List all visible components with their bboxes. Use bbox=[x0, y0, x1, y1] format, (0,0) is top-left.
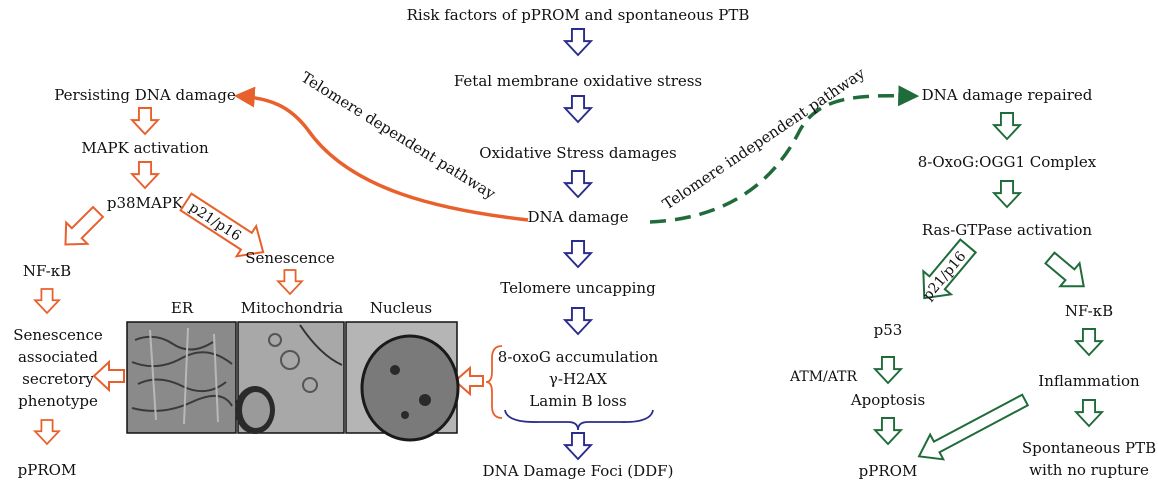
nfkb-left-label: NF-κB bbox=[23, 262, 71, 280]
oxog-ogg1-label: 8-OxoG:OGG1 Complex bbox=[918, 153, 1097, 171]
lamin-b-loss-label: Lamin B loss bbox=[529, 392, 626, 410]
oxog-accumulation-label: 8-oxoG accumulation bbox=[498, 348, 659, 366]
sasp-line1: Senescence bbox=[13, 326, 103, 344]
ddf-label: DNA Damage Foci (DDF) bbox=[483, 462, 674, 480]
arrow-down-icon bbox=[992, 179, 1022, 209]
sasp-line4: phenotype bbox=[18, 392, 98, 410]
arrow-left-icon bbox=[92, 359, 125, 393]
arrow-down-icon bbox=[992, 111, 1022, 141]
pprom-left-label: pPROM bbox=[18, 461, 77, 479]
no-rupture-label: with no rupture bbox=[1029, 461, 1149, 479]
telomere-dependent-arrow bbox=[233, 86, 529, 222]
sasp-line3: secretory bbox=[22, 370, 94, 388]
dna-repaired-label: DNA damage repaired bbox=[922, 86, 1093, 104]
arrow-diagonal-icon bbox=[64, 205, 105, 246]
p21-p16-arrow-right bbox=[922, 238, 978, 300]
er-micrograph bbox=[126, 321, 237, 434]
left-brace bbox=[485, 345, 503, 419]
senescence-label: Senescence bbox=[245, 249, 335, 267]
apoptosis-label: Apoptosis bbox=[850, 391, 925, 409]
arrow-down-icon bbox=[34, 419, 60, 445]
er-label: ER bbox=[171, 299, 194, 317]
arrow-down-icon bbox=[131, 107, 159, 135]
ras-gtpase-label: Ras-GTPase activation bbox=[922, 221, 1092, 239]
persisting-dna-damage-label: Persisting DNA damage bbox=[54, 86, 236, 104]
bottom-brace bbox=[504, 409, 654, 431]
arrow-down-icon bbox=[1075, 399, 1103, 427]
p53-label: p53 bbox=[874, 321, 903, 339]
pprom-right-label: pPROM bbox=[859, 462, 918, 480]
nucleus-label: Nucleus bbox=[370, 299, 432, 317]
p38mapk-label: p38MAPK bbox=[107, 194, 184, 212]
mapk-activation-label: MAPK activation bbox=[81, 139, 209, 157]
arrow-down-icon bbox=[564, 432, 592, 460]
nucleus-micrograph bbox=[345, 321, 460, 442]
telomere-independent-arrow bbox=[649, 85, 920, 224]
oxidative-damages-label: Oxidative Stress damages bbox=[479, 144, 676, 162]
arrow-down-icon bbox=[563, 27, 593, 57]
arrow-down-icon bbox=[563, 169, 593, 199]
arrow-down-icon bbox=[874, 417, 902, 445]
mitochondria-micrograph bbox=[235, 321, 345, 434]
nfkb-right-label: NF-κB bbox=[1065, 302, 1113, 320]
arrow-down-icon bbox=[563, 94, 593, 124]
arrow-down-icon bbox=[874, 356, 902, 384]
oxidative-stress-label: Fetal membrane oxidative stress bbox=[454, 72, 702, 90]
sasp-line2: associated bbox=[18, 348, 98, 366]
inflammation-to-pprom-arrow bbox=[917, 393, 1030, 461]
dna-damage-label: DNA damage bbox=[528, 208, 629, 226]
spontaneous-ptb-label: Spontaneous PTB bbox=[1022, 439, 1156, 457]
arrow-down-icon bbox=[1075, 328, 1103, 356]
inflammation-label: Inflammation bbox=[1038, 372, 1140, 390]
arrow-left-icon bbox=[453, 365, 484, 397]
telomere-uncapping-label: Telomere uncapping bbox=[500, 279, 656, 297]
arrow-down-icon bbox=[277, 269, 303, 295]
atm-atr-label: ATM/ATR bbox=[789, 369, 857, 385]
arrow-down-icon bbox=[563, 239, 593, 269]
arrow-down-icon bbox=[563, 306, 593, 336]
gamma-h2ax-label: γ-H2AX bbox=[549, 370, 607, 388]
arrow-down-icon bbox=[34, 288, 60, 314]
mitochondria-label: Mitochondria bbox=[241, 299, 344, 317]
arrow-diagonal-icon bbox=[1044, 251, 1085, 288]
risk-factors-label: Risk factors of pPROM and spontaneous PT… bbox=[407, 6, 750, 24]
arrow-down-icon bbox=[131, 161, 159, 189]
